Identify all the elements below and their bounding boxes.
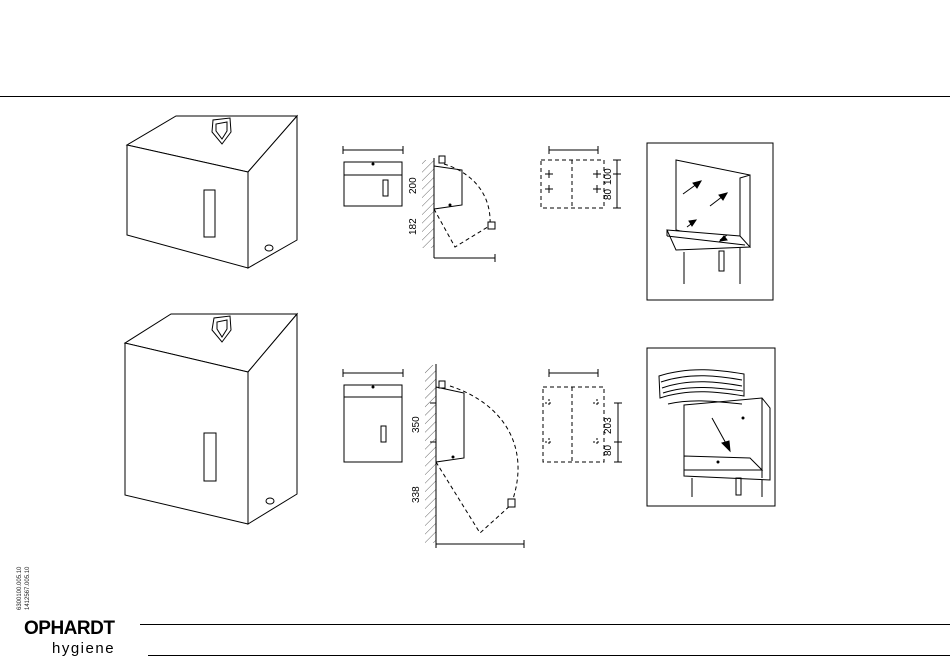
small-dispenser-3d-view — [127, 116, 297, 268]
large-side-view — [425, 364, 524, 548]
small-side-view — [422, 156, 495, 262]
large-install-illustration — [647, 348, 775, 506]
large-height-lower-label: 338 — [412, 486, 422, 503]
large-front-view — [343, 369, 403, 462]
large-height-upper-label: 350 — [412, 416, 422, 433]
small-height-lower-label: 182 — [409, 218, 419, 235]
brand-logo: OPHARDT — [24, 619, 114, 638]
large-hole-spacing-upper-label: 203 — [604, 417, 614, 434]
small-hole-spacing-upper-label: 100 — [604, 168, 614, 185]
large-dispenser-3d-view — [125, 314, 297, 524]
small-install-illustration — [647, 143, 773, 300]
article-code-1: 6300100.005.10 — [17, 567, 23, 610]
small-front-view — [343, 146, 403, 206]
brand-tagline: hygiene — [52, 641, 115, 656]
large-hole-spacing-lower-label: 80 — [604, 445, 614, 456]
small-hole-spacing-lower-label: 80 — [604, 189, 614, 200]
small-height-upper-label: 200 — [409, 177, 419, 194]
article-code-2: 1412567.005.10 — [25, 567, 31, 610]
